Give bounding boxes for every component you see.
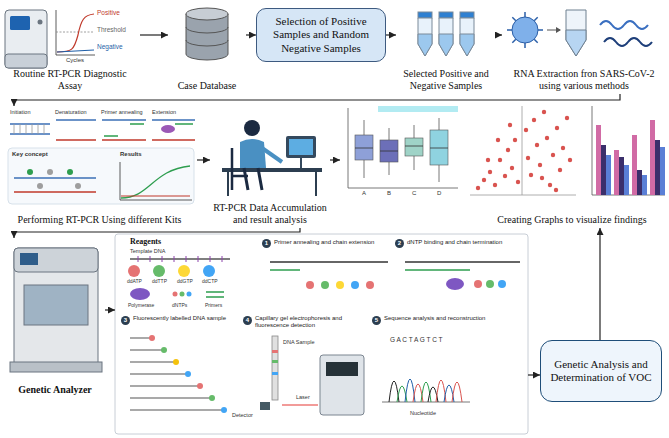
flow-arrow	[105, 309, 115, 310]
callout-number: 1	[262, 239, 271, 248]
node-label: Routine RT-PCR Diagnostic Assay	[3, 68, 137, 92]
node-label: Creating Graphs to visualize findings	[480, 214, 664, 226]
figure-label: Positive	[97, 9, 120, 16]
figure-label: Negative	[97, 43, 123, 50]
rna-extraction-icon	[507, 10, 652, 56]
figure-label: Extension	[152, 109, 176, 115]
process-box: Genetic Analysis and Determination of VO…	[540, 340, 662, 402]
callout-number: 2	[395, 239, 404, 248]
figure-label: Nucleotide	[410, 410, 436, 416]
process-box: Selection of Positive Samples and Random…	[256, 8, 386, 62]
step-illustration: Case Database	[168, 2, 246, 94]
figure-label: Cycles	[66, 57, 84, 64]
figure-label: C	[412, 190, 416, 197]
node-label: Genetic Analyzer	[8, 384, 102, 396]
callout-number: 5	[372, 316, 381, 325]
figure-label: DNA Sample	[283, 339, 315, 345]
node-label: Selected Positive and Negative Samples	[399, 68, 493, 92]
flow-arrow	[197, 159, 210, 160]
figure-label: G A C T A G T C T	[390, 336, 443, 343]
figure-label: Fluorescently labelled DNA sample	[133, 315, 238, 322]
node-label: RNA Extraction fron SARS-CoV-2 using var…	[505, 68, 663, 92]
flow-arrow	[14, 228, 300, 238]
flow-arrow	[528, 374, 540, 375]
figure-label: Template DNA	[130, 248, 165, 254]
figure-label: D	[437, 190, 441, 197]
figure-label: Denaturation	[55, 109, 87, 115]
figure-label: Detector	[232, 412, 253, 418]
figure-label: A	[362, 190, 366, 197]
figure-label: Primer annealing and chain extension	[274, 239, 399, 246]
flow-arrow	[386, 34, 396, 35]
figure-label: ddCTP	[202, 279, 218, 285]
figure-label: Initiation	[10, 109, 31, 115]
figure-label: ddATP	[127, 279, 142, 285]
step-illustration: Genetic Analyzer	[5, 238, 105, 398]
amplification-plot	[56, 10, 95, 55]
pcr-steps	[8, 120, 195, 204]
figure-label: dNTPs	[172, 303, 187, 309]
step-illustration: Selected Positive and Negative Samples	[396, 2, 496, 94]
database-icon	[186, 8, 228, 60]
figure-label: Polymerase	[128, 303, 154, 309]
sequencing-panel: Reagents	[115, 234, 528, 434]
genetic-analyzer-icon	[10, 248, 102, 372]
figure-label: Threshold	[97, 26, 126, 33]
box-plot	[348, 106, 458, 188]
callout-number: 3	[121, 316, 130, 325]
figure-label: Primer annealing	[101, 109, 143, 115]
sample-tubes	[418, 12, 474, 56]
flow-arrow	[599, 228, 600, 340]
node-label: Selection of Positive Samples and Random…	[263, 15, 379, 55]
figure-label: Primers	[205, 303, 222, 309]
figure-label: ddGTP	[177, 279, 193, 285]
figure-label: Sequence analysis and reconstruction	[384, 315, 519, 322]
figure-label: dNTP binding and chain termination	[407, 239, 525, 246]
step-illustration: Performing RT-PCR Using different Kits	[2, 106, 197, 228]
figure-label: Laser	[296, 394, 310, 400]
figure-label: Capillary gel electrophoresis and fluore…	[255, 315, 365, 329]
flow-arrow	[14, 94, 620, 106]
scatter-plot	[470, 106, 576, 195]
figure-label: Key concept	[12, 151, 48, 158]
figure-label: Results	[120, 151, 142, 158]
node-label: Genetic Analysis and Determination of VO…	[547, 358, 655, 384]
flow-arrow	[330, 159, 340, 160]
step-illustration: Creating Graphs to visualize findings	[340, 104, 667, 228]
callout-number: 4	[243, 316, 252, 325]
sanger-panel	[115, 234, 528, 434]
analyst-figure	[222, 120, 322, 196]
flow-arrow	[246, 34, 256, 35]
bar-chart	[592, 106, 665, 195]
figure-label: ddTTP	[152, 279, 167, 285]
figure-label: B	[387, 190, 391, 197]
flow-arrow	[496, 34, 502, 35]
step-illustration: RNA Extraction fron SARS-CoV-2 using var…	[502, 2, 666, 94]
step-illustration: RT-PCR Data Accumulation and result anal…	[210, 104, 330, 228]
node-label: RT-PCR Data Accumulation and result anal…	[213, 202, 327, 226]
node-label: Case Database	[171, 80, 243, 92]
node-label: Performing RT-PCR Using different Kits	[5, 214, 194, 226]
flow-arrow	[140, 34, 168, 35]
pcr-machine	[5, 10, 47, 68]
